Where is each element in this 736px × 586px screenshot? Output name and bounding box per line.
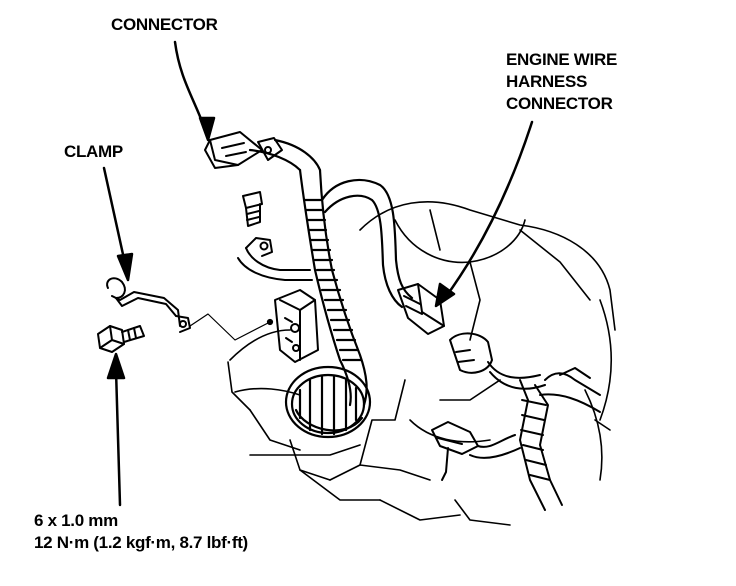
harness-bracket [237, 237, 313, 281]
engine-label-line-2: HARNESS [506, 72, 588, 91]
clamp-label: CLAMP [64, 142, 123, 161]
connector-label: CONNECTOR [111, 15, 218, 34]
bolt-torque-text: 12 N·m (1.2 kgf·m, 8.7 lbf·ft) [34, 533, 248, 552]
bolt-size-text: 6 x 1.0 mm [34, 511, 118, 530]
engine-label-line-3: CONNECTOR [506, 94, 613, 113]
engine-block-outline [227, 201, 616, 526]
clamp-part [106, 277, 191, 333]
mount-block [274, 289, 319, 363]
engine-harness-connector [397, 283, 445, 335]
engine-wire-harness-connector-label: ENGINE WIRE HARNESS CONNECTOR [506, 49, 617, 115]
bolt-spec-label: 6 x 1.0 mm 12 N·m (1.2 kgf·m, 8.7 lbf·ft… [34, 510, 248, 554]
upper-bolt [242, 191, 263, 227]
alignment-line [189, 313, 274, 341]
leader-arrows [102, 40, 534, 507]
right-connectors [431, 332, 601, 511]
upper-connector [204, 131, 283, 169]
round-cap-component [284, 365, 372, 439]
main-wire-harness [248, 138, 414, 407]
engine-label-line-1: ENGINE WIRE [506, 50, 617, 69]
clamp-bolt [97, 325, 145, 353]
